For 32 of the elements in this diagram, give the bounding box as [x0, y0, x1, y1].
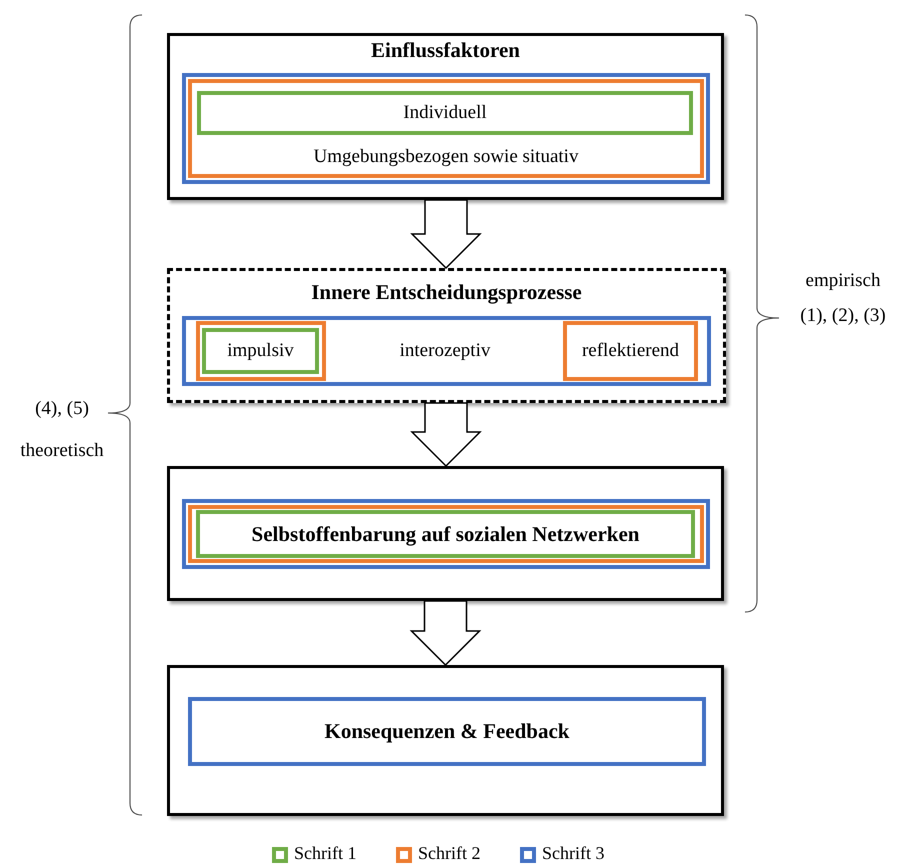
process-box [167, 665, 724, 816]
legend-label: Schrift 2 [418, 843, 480, 864]
process-box [167, 268, 726, 403]
block-arrow [410, 600, 482, 666]
category-frame [182, 316, 711, 386]
box-title: Konsequenzen & Feedback [323, 718, 570, 745]
box-text: impulsiv [226, 339, 295, 363]
annotation-label: theoretisch [19, 440, 105, 462]
box-text: interozeptiv [398, 339, 492, 363]
category-frame [197, 91, 693, 135]
category-frame [188, 697, 706, 766]
category-frame [202, 328, 319, 374]
annotation-label: (4), (5) [34, 398, 90, 420]
box-text: reflektierend [580, 339, 680, 363]
box-title: Selbstoffenbarung auf sozialen Netzwerken [250, 521, 640, 548]
annotation-label: (1), (2), (3) [799, 305, 887, 327]
category-frame [196, 321, 326, 381]
category-frame [188, 505, 704, 563]
block-arrow [410, 199, 482, 270]
box-text: Umgebungsbezogen sowie situativ [312, 145, 580, 169]
process-box [167, 33, 724, 200]
block-arrow [410, 402, 482, 468]
legend-label: Schrift 3 [542, 843, 604, 864]
category-frame [182, 499, 710, 569]
legend-label: Schrift 1 [294, 843, 356, 864]
process-box [167, 466, 724, 601]
category-frame [563, 321, 698, 381]
box-title: Innere Entscheidungsprozesse [310, 279, 583, 306]
annotation-label: empirisch [804, 270, 882, 292]
box-text: Individuell [402, 101, 488, 125]
box-title: Einflussfaktoren [370, 37, 521, 64]
category-frame [196, 510, 695, 558]
